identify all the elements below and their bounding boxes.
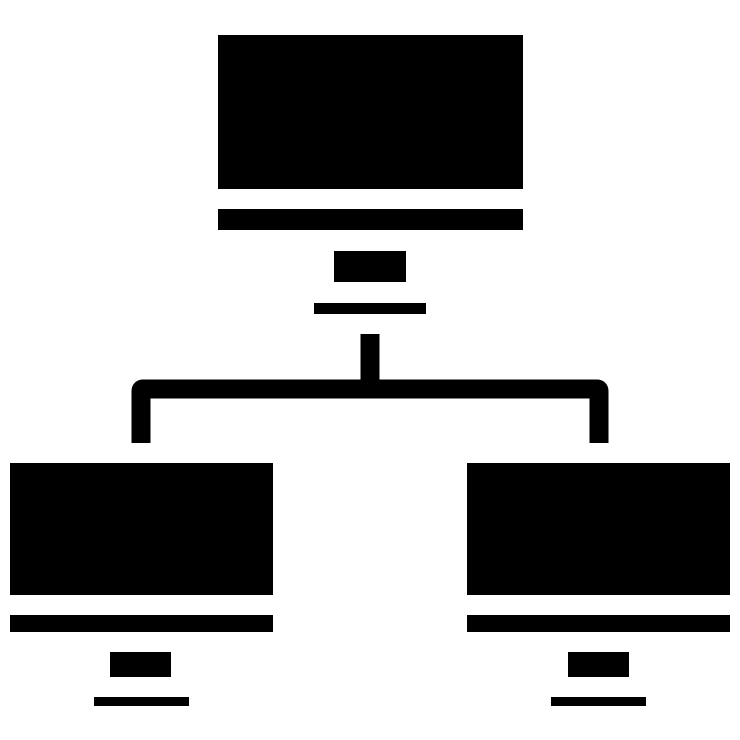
server-monitor xyxy=(218,35,523,314)
client-left-neck xyxy=(110,652,171,677)
client-right-screen xyxy=(467,463,730,595)
server-monitor-screen xyxy=(218,35,523,189)
server-monitor-bezel xyxy=(218,209,523,230)
server-monitor-base xyxy=(314,303,426,314)
client-left-base xyxy=(94,697,189,706)
server-monitor-neck xyxy=(334,251,406,282)
client-monitor-right xyxy=(467,463,730,706)
connector-branch xyxy=(131,379,609,443)
client-right-bezel xyxy=(467,615,730,632)
client-monitor-left xyxy=(10,463,273,706)
client-right-base xyxy=(551,697,646,706)
client-left-bezel xyxy=(10,615,273,632)
client-right-neck xyxy=(568,652,629,677)
client-left-screen xyxy=(10,463,273,595)
network-connector xyxy=(131,334,609,443)
